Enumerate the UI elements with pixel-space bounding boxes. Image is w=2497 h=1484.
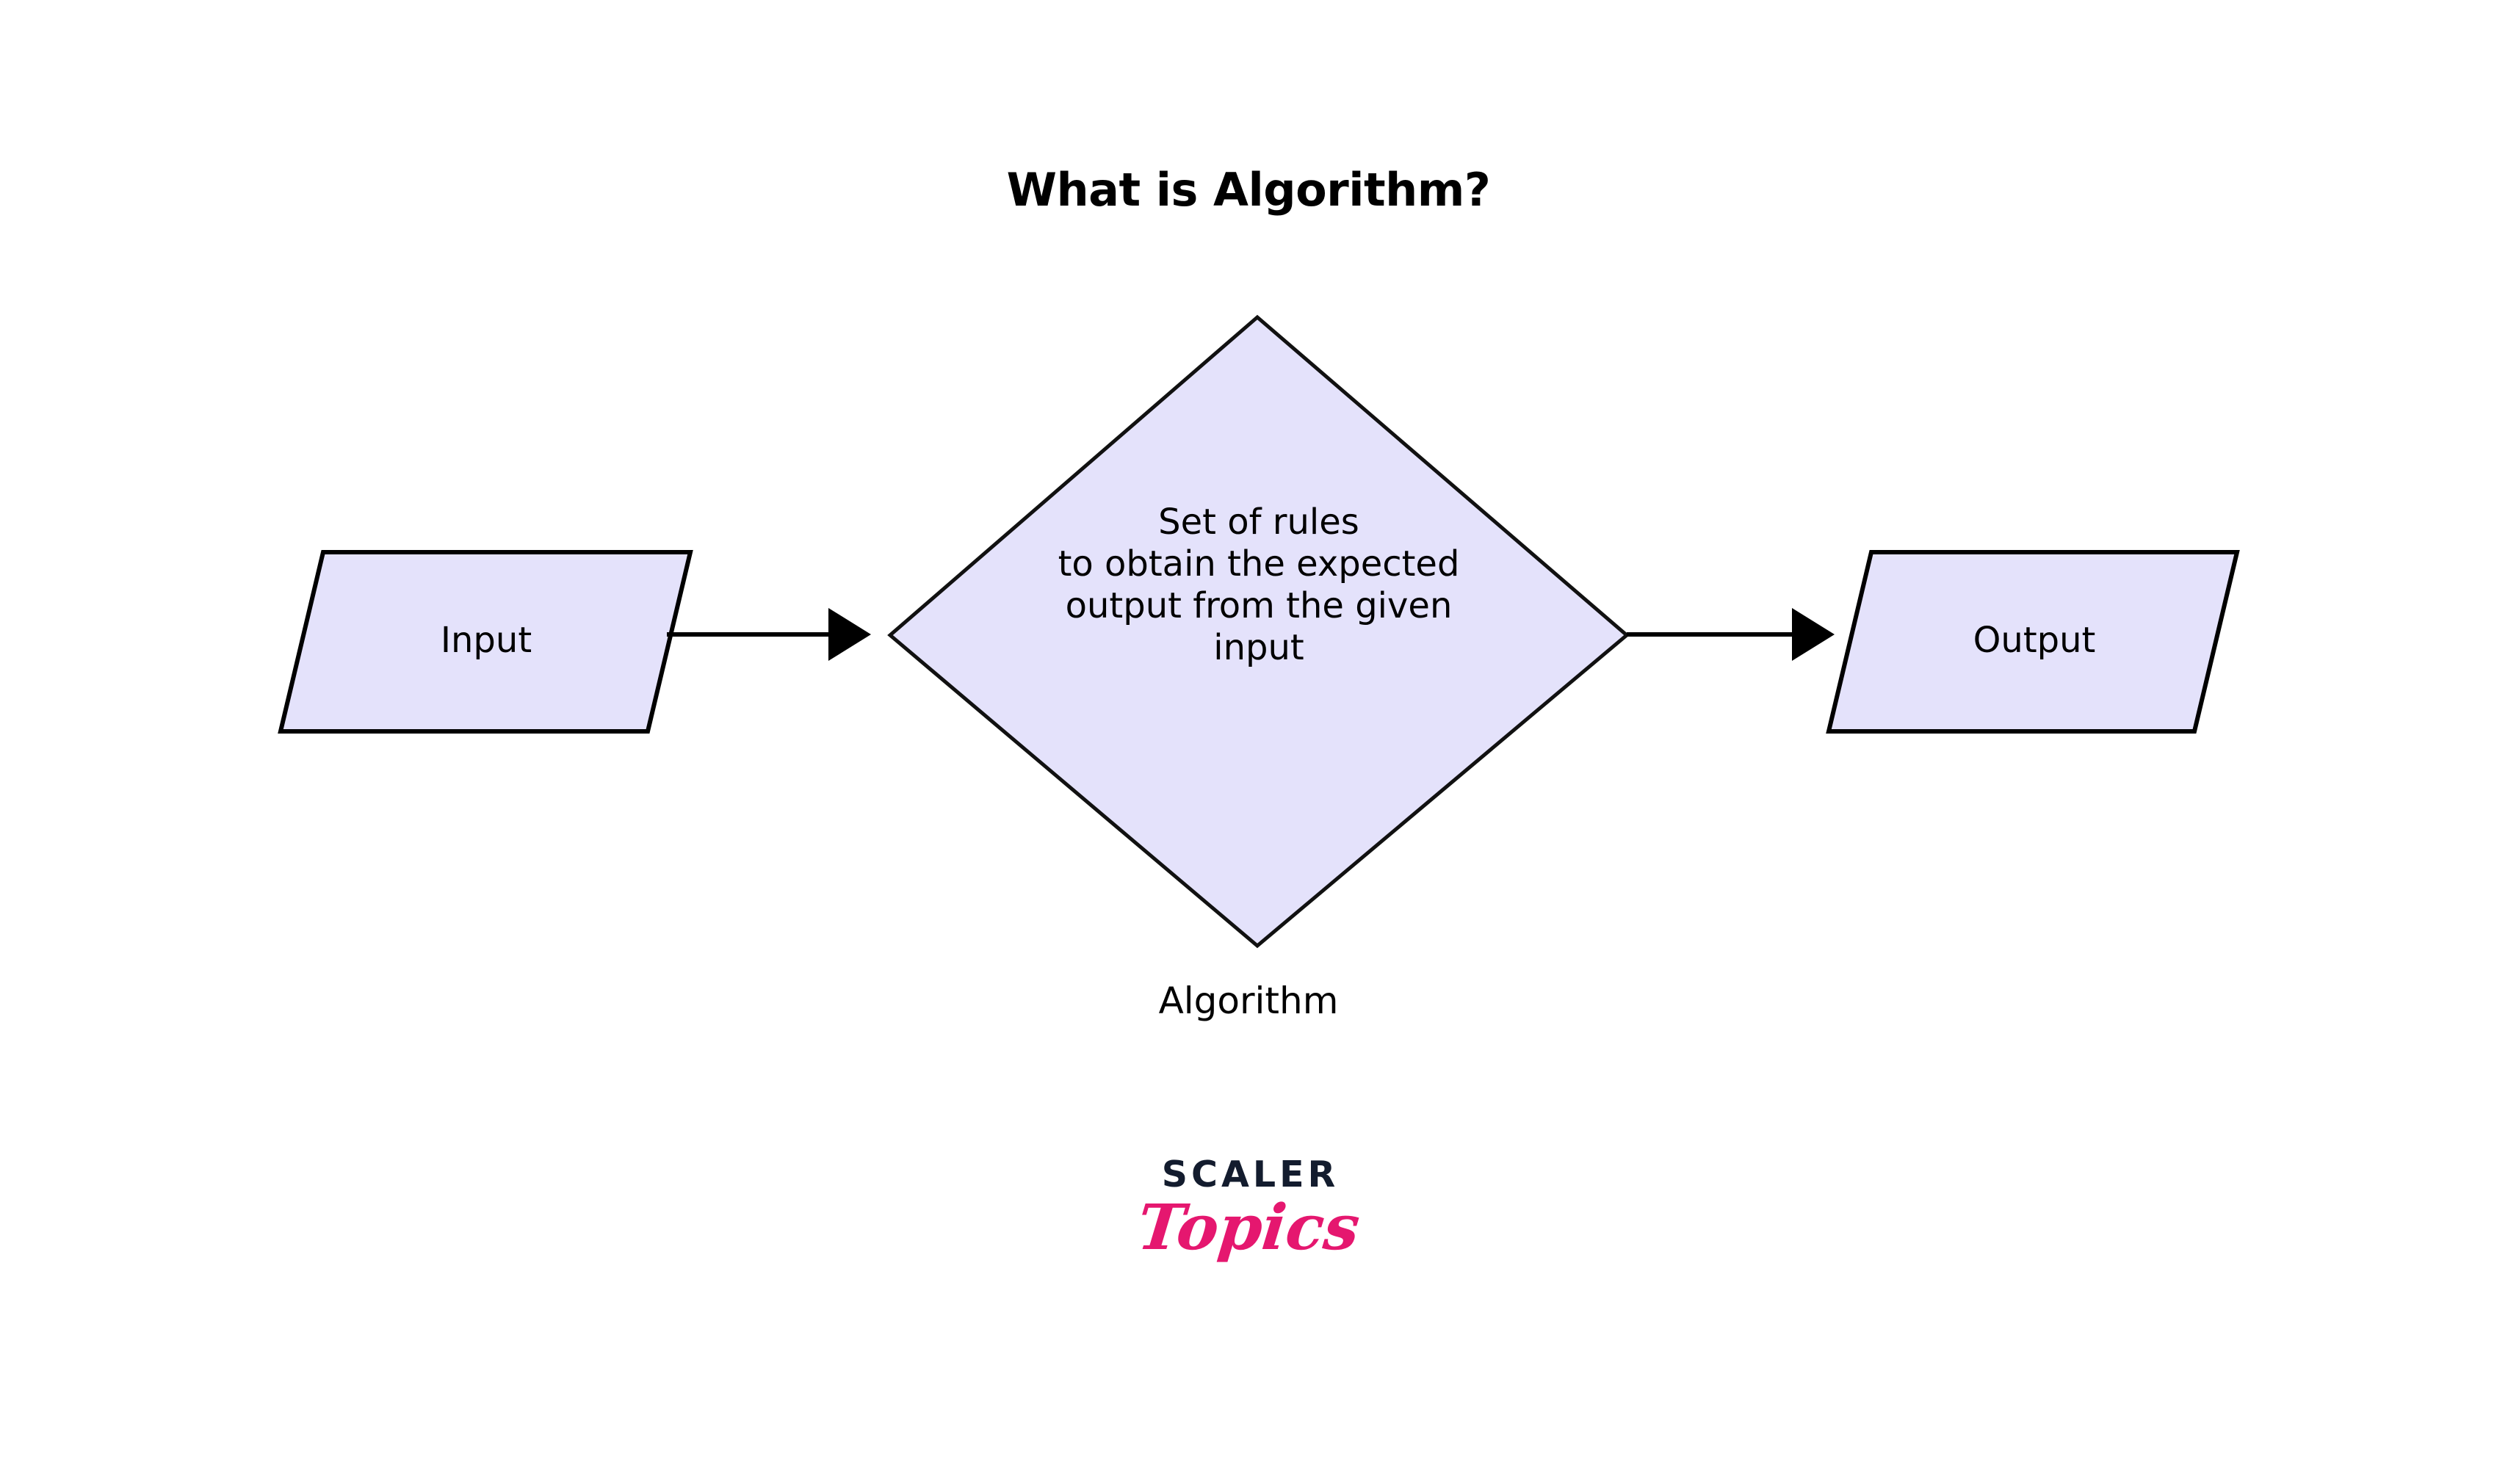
logo-wordmark-topics: Topics: [1134, 1191, 1364, 1264]
algorithm-node-text: Set of rules to obtain the expected outp…: [890, 502, 1627, 669]
algorithm-node-caption: Algorithm: [1158, 980, 1339, 1022]
scaler-topics-logo: SCALER Topics: [0, 1154, 2497, 1264]
connector-algorithm-to-output: [1627, 608, 1835, 661]
connector-input-to-algorithm: [667, 608, 871, 661]
output-node-shape[interactable]: [1826, 550, 2240, 734]
arrowhead-icon: [1792, 608, 1835, 661]
algorithm-text-line-4: input: [1213, 627, 1304, 668]
logo-wordmark-scaler: SCALER: [1161, 1154, 1340, 1195]
algorithm-text-line-3: output from the given: [1065, 585, 1453, 626]
algorithm-text-line-2: to obtain the expected: [1058, 543, 1460, 584]
output-node-label: Output: [1973, 620, 2096, 661]
input-node-shape[interactable]: [278, 550, 693, 734]
input-node-label: Input: [440, 620, 532, 661]
algorithm-text-line-1: Set of rules: [1158, 502, 1359, 543]
algorithm-node-shape[interactable]: [887, 314, 1630, 949]
arrowhead-icon: [828, 608, 871, 661]
page-title: What is Algorithm?: [1006, 163, 1491, 217]
